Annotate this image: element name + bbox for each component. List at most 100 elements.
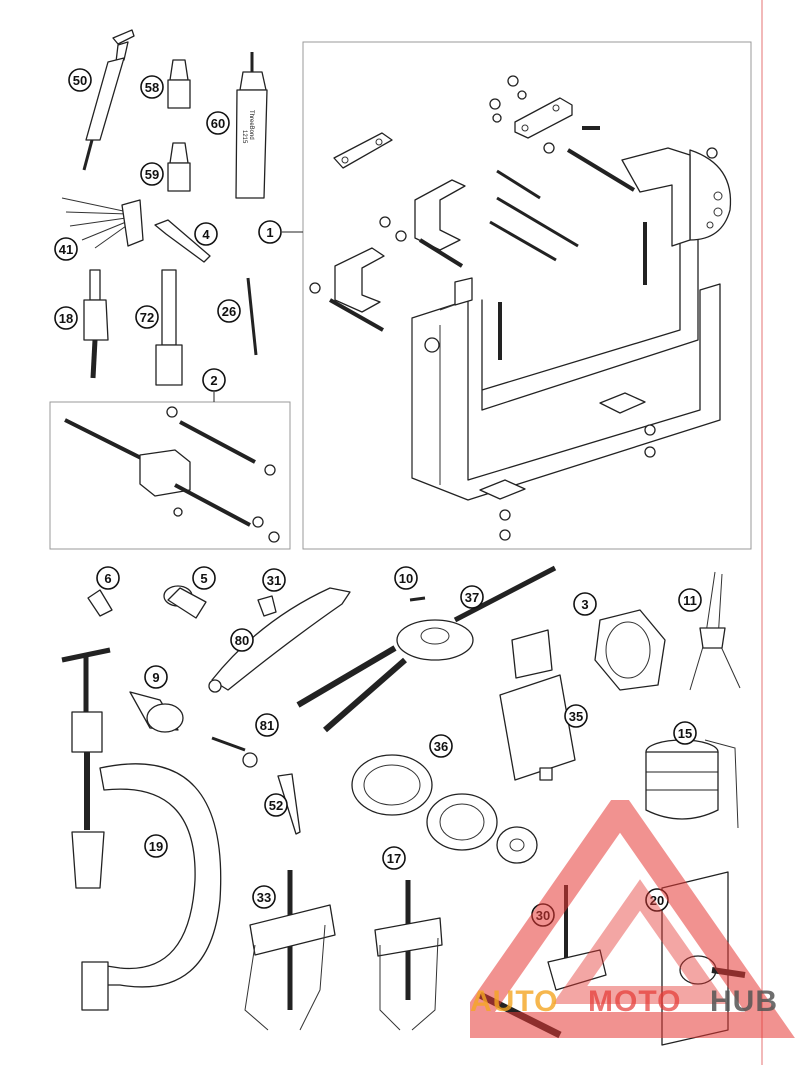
callout-label: 72 (140, 310, 154, 325)
callout-label: 31 (267, 573, 281, 588)
callout-circle (140, 75, 164, 99)
callout-label: 3 (581, 597, 588, 612)
part-59-sealant-tube (167, 142, 191, 192)
callout-30: 30 (531, 903, 555, 927)
part-19-c-clamp (61, 647, 222, 1011)
part-26-pin (246, 277, 258, 356)
callout-label: 26 (222, 304, 236, 319)
callout-label: 80 (235, 633, 249, 648)
callout-label: 6 (104, 571, 111, 586)
callout-circle (144, 834, 168, 858)
callout-label: 10 (399, 571, 413, 586)
callout-circle (192, 566, 216, 590)
callout-81: 81 (255, 713, 279, 737)
part-72-socket-tool (155, 269, 183, 386)
callout-3: 3 (573, 592, 597, 616)
callout-circle (564, 704, 588, 728)
callout-59: 59 (140, 162, 164, 186)
callout-circle (460, 585, 484, 609)
part-3-gear-ring (594, 609, 666, 691)
part-18-slide-hammer (83, 269, 109, 379)
callout-6: 6 (96, 566, 120, 590)
callout-4: 4 (194, 222, 218, 246)
callout-circle (678, 588, 702, 612)
part-36-rings (351, 754, 538, 864)
callout-52: 52 (264, 793, 288, 817)
callout-label: 30 (536, 908, 550, 923)
part-6-cone (87, 589, 113, 617)
callout-33: 33 (252, 885, 276, 909)
part-60-threebond-tube: ThreeBond 1215 (235, 52, 268, 199)
frame-part-1 (302, 41, 752, 550)
part-2-puller (64, 406, 280, 543)
callout-circle (230, 628, 254, 652)
callout-circle (262, 568, 286, 592)
tube-text-brand: ThreeBond (248, 110, 254, 140)
callout-label: 36 (434, 739, 448, 754)
callout-5: 5 (192, 566, 216, 590)
part-52-hex-key (277, 773, 301, 835)
callout-37: 37 (460, 585, 484, 609)
callout-circle (194, 222, 218, 246)
callout-label: 33 (257, 890, 271, 905)
callout-label: 9 (152, 670, 159, 685)
callout-label: 59 (145, 167, 159, 182)
part-15-piston-ring-compressor (645, 739, 739, 829)
part-4-hex-key (154, 219, 211, 263)
part-58-sealant-tube (167, 59, 191, 109)
callout-circle (394, 566, 418, 590)
callout-20: 20 (645, 888, 669, 912)
tube-text-code: 1215 (241, 130, 247, 144)
frame-part-2 (49, 401, 291, 550)
callout-circle (140, 162, 164, 186)
callout-35: 35 (564, 704, 588, 728)
callout-26: 26 (217, 299, 241, 323)
callout-circle (673, 721, 697, 745)
callout-circle (144, 665, 168, 689)
callout-label: 1 (266, 225, 273, 240)
callout-circle (264, 793, 288, 817)
callout-19: 19 (144, 834, 168, 858)
callout-15: 15 (673, 721, 697, 745)
callout-10: 10 (394, 566, 418, 590)
callout-36: 36 (429, 734, 453, 758)
callout-circle (54, 306, 78, 330)
callout-60: 60 (206, 111, 230, 135)
callout-80: 80 (230, 628, 254, 652)
callout-72: 72 (135, 305, 159, 329)
part-35-plate (499, 629, 576, 781)
callout-circle (135, 305, 159, 329)
part-9-adapter (129, 691, 184, 733)
part-80-lever (208, 587, 351, 693)
callout-label: 17 (387, 851, 401, 866)
part-37-holder (296, 565, 557, 733)
callout-label: 5 (200, 571, 207, 586)
callout-41: 41 (54, 237, 78, 261)
callout-circle (258, 220, 282, 244)
callout-17: 17 (382, 846, 406, 870)
part-81-bolt (211, 736, 258, 768)
callout-label: 4 (202, 227, 210, 242)
callout-label: 15 (678, 726, 692, 741)
callout-label: 18 (59, 311, 73, 326)
callout-label: 52 (269, 798, 283, 813)
callout-9: 9 (144, 665, 168, 689)
callout-circle (68, 68, 92, 92)
callout-circle (202, 368, 226, 392)
part-33-puller (244, 870, 336, 1031)
callout-circle (217, 299, 241, 323)
part-20-plate-tool (661, 871, 746, 1046)
callout-11: 11 (678, 588, 702, 612)
callout-circle (54, 237, 78, 261)
callout-1: 1 (258, 220, 282, 244)
part-50-grease-syringe (82, 29, 135, 171)
callout-31: 31 (262, 568, 286, 592)
callout-58: 58 (140, 75, 164, 99)
callout-circle (429, 734, 453, 758)
callout-label: 37 (465, 590, 479, 605)
callout-label: 35 (569, 709, 583, 724)
callout-label: 19 (149, 839, 163, 854)
callout-50: 50 (68, 68, 92, 92)
callout-label: 20 (650, 893, 664, 908)
